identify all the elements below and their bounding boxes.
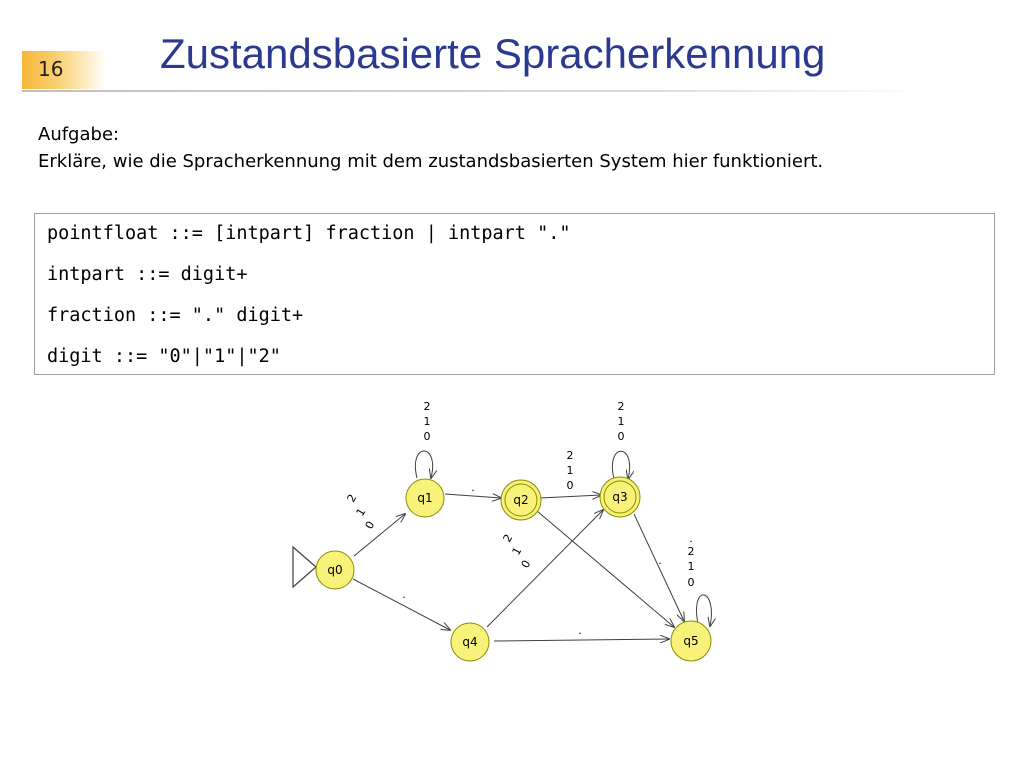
edge-q2-q3: [539, 495, 601, 498]
edge-q4-q3-label-1: 1: [510, 545, 525, 558]
edge-q2-q5: [536, 510, 674, 627]
edge-q4-q3-label-2: 2: [501, 532, 516, 545]
slide-title: Zustandsbasierte Spracherkennung: [160, 30, 826, 77]
loop-q3: [612, 450, 629, 479]
page-number: 16: [38, 57, 64, 81]
loop-q3-label-1: 1: [618, 415, 625, 428]
state-q2-accept-ring: [504, 483, 538, 517]
edge-q3-q5-label-dot: .: [658, 554, 662, 567]
edge-q4-q5-label-dot: .: [578, 624, 582, 637]
loop-q5-label-2: 2: [688, 545, 695, 558]
edge-q0-q1-label-1: 1: [354, 506, 369, 519]
loop-q3-label-2: 2: [618, 400, 625, 413]
edge-q0-q1: [353, 514, 405, 557]
state-label-q3: q3: [612, 490, 627, 504]
state-q3-accept-ring: [603, 480, 637, 514]
state-label-q2: q2: [513, 493, 528, 507]
state-machine-diagram: q0 q1 q2 q3 q4 q5 2 1 0 2 1 0 . 2 1 0 2 …: [292, 400, 730, 662]
loop-q5-label-0: 0: [688, 576, 695, 589]
loop-q5: [696, 594, 712, 626]
state-label-q4: q4: [462, 635, 477, 649]
page-number-badge: [22, 51, 106, 89]
grammar-box: pointfloat ::= [intpart] fraction | intp…: [34, 213, 995, 375]
state-label-q0: q0: [327, 563, 342, 577]
loop-q1-label-0: 0: [424, 430, 431, 443]
loop-q5-label-1: 1: [688, 560, 695, 573]
task-text: Erkläre, wie die Spracherkennung mit dem…: [38, 151, 824, 172]
edge-q0-q4-label-dot: .: [402, 588, 406, 601]
edge-q2-q3-label-0: 0: [567, 479, 574, 492]
edge-q4-q3-label-0: 0: [519, 558, 534, 571]
state-q2: [500, 479, 542, 521]
grammar-rule-pointfloat: pointfloat ::= [intpart] fraction | intp…: [47, 223, 571, 244]
edge-q2-q3-label-2: 2: [567, 449, 574, 462]
task-block: Aufgabe: Erkläre, wie die Spracherkennun…: [38, 121, 823, 175]
grammar-rule-fraction: fraction ::= "." digit+: [47, 305, 304, 326]
loop-q1: [415, 450, 432, 478]
edge-q4-q3: [486, 510, 603, 628]
state-label-q1: q1: [417, 491, 432, 505]
state-q0: [315, 550, 355, 590]
loop-q3-label-0: 0: [618, 430, 625, 443]
edge-q3-q5: [633, 513, 684, 621]
edge-q4-q5: [493, 639, 669, 641]
state-label-q5: q5: [683, 634, 698, 648]
grammar-rule-intpart: intpart ::= digit+: [47, 264, 248, 285]
edge-q0-q1-label-0: 0: [363, 519, 378, 532]
loop-q1-label-2: 2: [424, 400, 431, 413]
edge-q0-q1-label-2: 2: [345, 492, 360, 505]
grammar-rule-digit: digit ::= "0"|"1"|"2": [47, 346, 281, 367]
edge-q2-q3-label-1: 1: [567, 464, 574, 477]
start-arrow-icon: [292, 545, 317, 589]
title-divider: [22, 90, 927, 92]
loop-q5-label-dot: .: [689, 532, 693, 545]
state-q4: [450, 622, 490, 662]
state-q5: [670, 620, 712, 662]
state-q1: [405, 478, 445, 518]
state-q3: [599, 476, 641, 518]
task-heading: Aufgabe:: [38, 124, 120, 145]
edge-q0-q4: [352, 578, 450, 630]
edge-q1-q2: [444, 494, 501, 498]
edge-q1-q2-label-dot: .: [471, 481, 475, 494]
loop-q1-label-1: 1: [424, 415, 431, 428]
